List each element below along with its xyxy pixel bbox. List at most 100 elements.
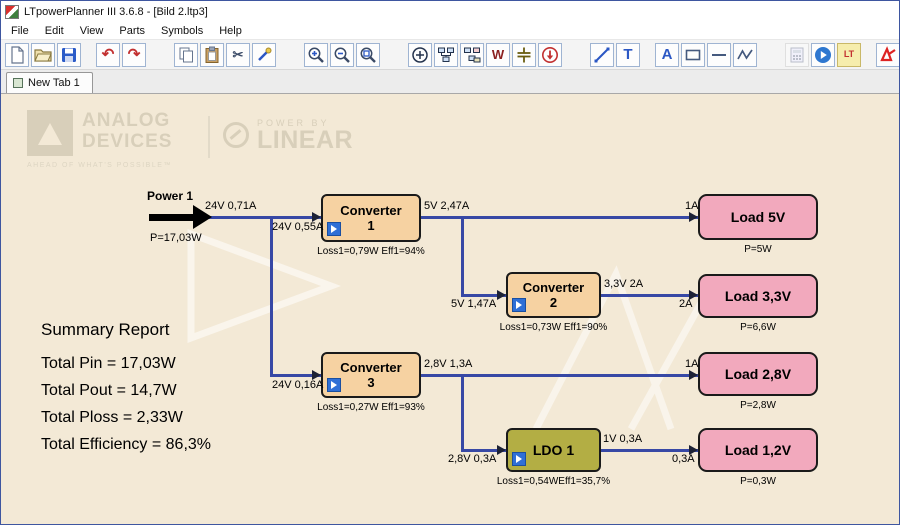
zoom-fit-icon [360,47,376,63]
resistor-w-icon: W [491,47,505,62]
input-pin-arrow [497,290,506,300]
ltspice-button[interactable] [876,42,899,67]
text-tool-button[interactable]: T [616,42,640,67]
resistor-w-button[interactable]: W [486,42,510,67]
load-3v3-node[interactable]: Load 3,3V [698,274,818,318]
power-source-arrow[interactable] [149,214,194,221]
run-indicator-icon[interactable] [327,378,341,392]
menu-symbols[interactable]: Symbols [161,24,204,37]
zoom-fit-button[interactable] [356,42,380,67]
open-file-button[interactable] [31,42,55,67]
tab-label: New Tab 1 [28,77,80,89]
schematic-canvas[interactable]: ANALOG DEVICES AHEAD OF WHAT'S POSSIBLE™… [1,94,899,524]
hierarchy-log-view-button[interactable] [460,42,484,67]
new-document-button[interactable] [5,42,29,67]
cut-button[interactable]: ✂ [226,42,250,67]
input-pin-arrow [689,290,698,300]
net-label-load12-in: 0,3A [672,453,695,465]
format-brush-button[interactable] [252,42,276,67]
scissors-icon: ✂ [232,47,244,62]
summary-total-ploss: Total Ploss = 2,33W [41,409,183,426]
line-tool-button[interactable] [707,42,731,67]
input-pin-arrow [312,212,321,222]
save-file-button[interactable] [57,42,81,67]
power-source-label: Power 1 [147,189,194,203]
menu-parts[interactable]: Parts [119,24,146,37]
load-5v-node[interactable]: Load 5V [698,194,818,240]
net-label-load5-in: 1A [685,200,699,212]
copy-icon [179,47,193,62]
menu-file[interactable]: File [11,24,29,37]
net-label-ldo-in: 2,8V 0,3A [448,453,497,465]
load-1v2-node[interactable]: Load 1,2V [698,428,818,472]
tab-new-tab-1[interactable]: New Tab 1 [6,72,93,93]
wire-segment[interactable] [206,216,321,219]
ldo-1-node[interactable]: LDO 1 [506,428,601,472]
text-tool-icon: T [623,46,633,63]
undo-button[interactable]: ↶ [96,42,120,67]
line-icon [712,53,726,56]
net-label-conv1-in: 24V 0,55A [272,221,324,233]
add-node-button[interactable] [408,42,432,67]
window-title: LTpowerPlanner III 3.6.8 - [Bild 2.ltp3] [24,5,208,18]
zoom-out-button[interactable] [330,42,354,67]
menu-help[interactable]: Help [219,24,242,37]
paste-icon [205,46,219,63]
polyline-tool-button[interactable] [733,42,757,67]
net-label-conv3-in: 24V 0,16A [272,379,324,391]
wire-segment[interactable] [421,216,698,219]
converter-1-node[interactable]: Converter 1 [321,194,421,242]
converter-3-node[interactable]: Converter 3 [321,352,421,398]
label-tool-button[interactable]: A [655,42,679,67]
converter-2-node[interactable]: Converter 2 [506,272,601,318]
linear-text: LINEAR [257,126,354,154]
calculator-icon [790,47,804,62]
input-pin-arrow [689,445,698,455]
diagonal-line-button[interactable] [590,42,614,67]
load-2v8-node[interactable]: Load 2,8V [698,352,818,396]
summary-total-efficiency: Total Efficiency = 86,3% [41,436,212,453]
menu-edit[interactable]: Edit [44,24,64,37]
wire-segment[interactable] [461,294,506,297]
summary-report[interactable]: Summary Report Total Pin = 17,03W Total … [41,320,211,458]
ltspice-icon [880,45,896,61]
wire-segment[interactable] [601,294,698,297]
run-indicator-icon[interactable] [512,298,526,312]
paste-button[interactable] [200,42,224,67]
wire-segment[interactable] [421,374,698,377]
wire-segment[interactable] [461,216,464,297]
insert-down-arrow-button[interactable] [538,42,562,67]
rectangle-icon [685,49,701,60]
wire-segment[interactable] [461,449,506,452]
ltpowercad-button[interactable]: LT [837,42,861,67]
run-simulation-button[interactable] [811,42,835,67]
converter-3-title: Converter [340,360,402,375]
zoom-in-button[interactable] [304,42,328,67]
converter-3-loss-label: Loss1=0,27W Eff1=93% [317,402,425,413]
copy-button[interactable] [174,42,198,67]
calculator-button[interactable] [785,42,809,67]
net-label-conv3-out: 2,8V 1,3A [424,358,473,370]
input-pin-arrow [497,445,506,455]
run-indicator-icon[interactable] [327,222,341,236]
load-3v3-title: Load 3,3V [724,288,792,304]
summary-total-pout: Total Pout = 14,7W [41,382,177,399]
run-indicator-icon[interactable] [512,452,526,466]
wire-segment[interactable] [270,216,273,377]
zoom-out-icon [334,47,350,63]
menu-bar: File Edit View Parts Symbols Help [1,22,899,40]
redo-button[interactable]: ↷ [122,42,146,67]
wire-segment[interactable] [270,374,321,377]
hierarchy-view-button[interactable] [434,42,458,67]
label-a-icon: A [661,46,673,63]
source-power-label: P=17,03W [150,232,202,244]
wire-segment[interactable] [461,374,464,452]
wire-segment[interactable] [601,449,698,452]
capacitor-button[interactable] [512,42,536,67]
rectangle-tool-button[interactable] [681,42,705,67]
circle-plus-icon [412,46,428,63]
menu-view[interactable]: View [79,24,104,37]
load-5v-title: Load 5V [730,209,786,225]
converter-3-number: 3 [367,375,375,390]
